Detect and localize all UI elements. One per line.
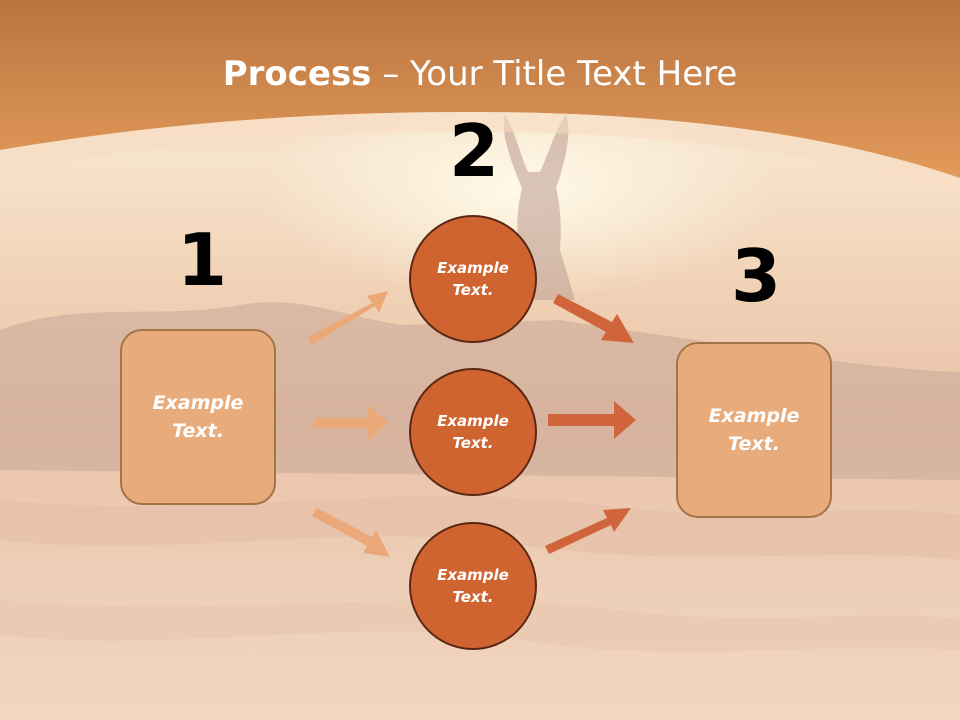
slide-title: Process – Your Title Text Here [0,54,960,94]
title-rest: – Your Title Text Here [371,54,738,94]
circle-middle[interactable]: Example Text. [409,368,537,496]
circle-top[interactable]: Example Text. [409,215,537,343]
left-box[interactable]: Example Text. [120,329,276,505]
step-number-3: 3 [731,234,782,318]
title-bold: Process [222,54,372,94]
circle-middle-label: Example Text. [437,411,509,453]
arrow-left-to-bottom [312,508,390,557]
arrow-left-to-middle [314,405,388,441]
right-box-label: Example Text. [708,404,800,456]
left-box-label: Example Text. [152,391,244,443]
header-arc [0,112,960,196]
arrow-bottom-to-right [545,508,631,554]
circle-top-label: Example Text. [437,258,509,300]
right-box[interactable]: Example Text. [676,342,832,518]
arrow-left-to-top [308,291,388,345]
header-band [0,0,960,178]
circle-bottom[interactable]: Example Text. [409,522,537,650]
step-number-2: 2 [449,109,500,193]
arrow-top-to-right [553,294,634,343]
arrow-middle-to-right [548,401,636,439]
step-number-1: 1 [177,218,228,302]
circle-bottom-label: Example Text. [437,565,509,607]
